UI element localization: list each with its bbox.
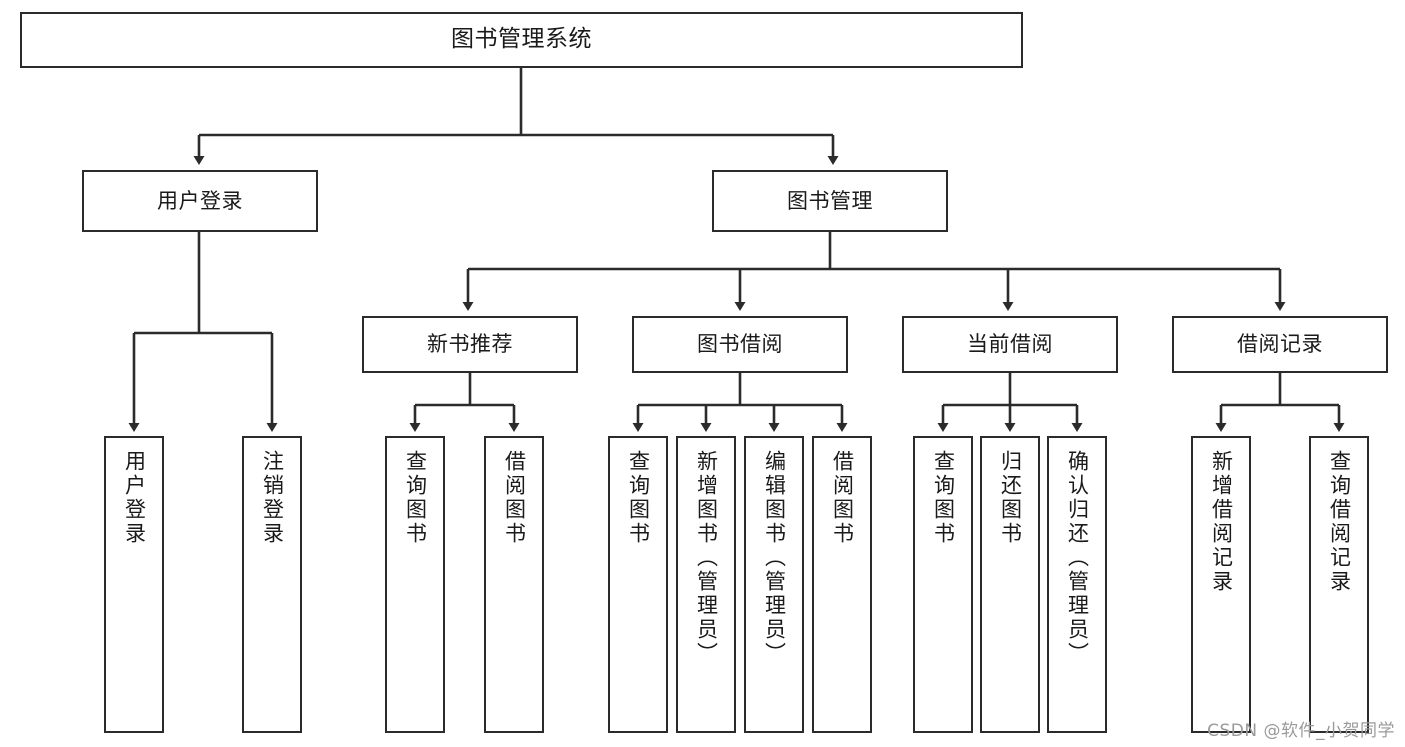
- node-leaf-borrow-book-2-label: 借阅图书: [830, 450, 855, 546]
- node-book-manage-label: 图书管理: [787, 188, 873, 213]
- node-leaf-edit-book[interactable]: 编辑图书（管理员）: [744, 436, 804, 733]
- node-leaf-query-book-2[interactable]: 查询图书: [608, 436, 668, 733]
- node-leaf-add-book[interactable]: 新增图书（管理员）: [676, 436, 736, 733]
- node-root-label: 图书管理系统: [451, 26, 592, 53]
- node-leaf-logout-login[interactable]: 注销登录: [242, 436, 302, 733]
- node-leaf-query-record[interactable]: 查询借阅记录: [1309, 436, 1369, 733]
- node-leaf-query-book-2-label: 查询图书: [626, 450, 651, 546]
- node-book-borrow-label: 图书借阅: [697, 332, 783, 357]
- node-borrow-record-label: 借阅记录: [1237, 332, 1323, 357]
- node-leaf-confirm-return[interactable]: 确认归还（管理员）: [1047, 436, 1107, 733]
- node-new-book-recommend-label: 新书推荐: [427, 332, 513, 357]
- node-leaf-edit-book-label: 编辑图书（管理员）: [762, 450, 787, 666]
- node-leaf-borrow-book-1-label: 借阅图书: [502, 450, 527, 546]
- node-current-borrow[interactable]: 当前借阅: [902, 316, 1118, 373]
- node-leaf-query-book-3[interactable]: 查询图书: [913, 436, 973, 733]
- node-user-login-label: 用户登录: [157, 188, 243, 213]
- node-leaf-return-book-label: 归还图书: [998, 450, 1023, 546]
- node-leaf-query-record-label: 查询借阅记录: [1327, 450, 1352, 594]
- node-leaf-user-login-label: 用户登录: [122, 450, 147, 546]
- node-leaf-return-book[interactable]: 归还图书: [980, 436, 1040, 733]
- node-leaf-logout-login-label: 注销登录: [260, 450, 285, 546]
- node-new-book-recommend[interactable]: 新书推荐: [362, 316, 578, 373]
- node-leaf-add-record-label: 新增借阅记录: [1209, 450, 1234, 594]
- node-leaf-borrow-book-2[interactable]: 借阅图书: [812, 436, 872, 733]
- node-user-login[interactable]: 用户登录: [82, 170, 318, 232]
- node-leaf-query-book-1[interactable]: 查询图书: [385, 436, 445, 733]
- watermark-text: CSDN @软件_小贺同学: [1207, 721, 1395, 741]
- node-current-borrow-label: 当前借阅: [967, 332, 1053, 357]
- node-leaf-query-book-1-label: 查询图书: [403, 450, 428, 546]
- node-leaf-add-book-label: 新增图书（管理员）: [694, 450, 719, 666]
- node-leaf-borrow-book-1[interactable]: 借阅图书: [484, 436, 544, 733]
- node-leaf-confirm-return-label: 确认归还（管理员）: [1065, 450, 1090, 666]
- node-leaf-add-record[interactable]: 新增借阅记录: [1191, 436, 1251, 733]
- node-book-manage[interactable]: 图书管理: [712, 170, 948, 232]
- node-book-borrow[interactable]: 图书借阅: [632, 316, 848, 373]
- node-leaf-user-login[interactable]: 用户登录: [104, 436, 164, 733]
- node-borrow-record[interactable]: 借阅记录: [1172, 316, 1388, 373]
- node-root[interactable]: 图书管理系统: [20, 12, 1023, 68]
- node-leaf-query-book-3-label: 查询图书: [931, 450, 956, 546]
